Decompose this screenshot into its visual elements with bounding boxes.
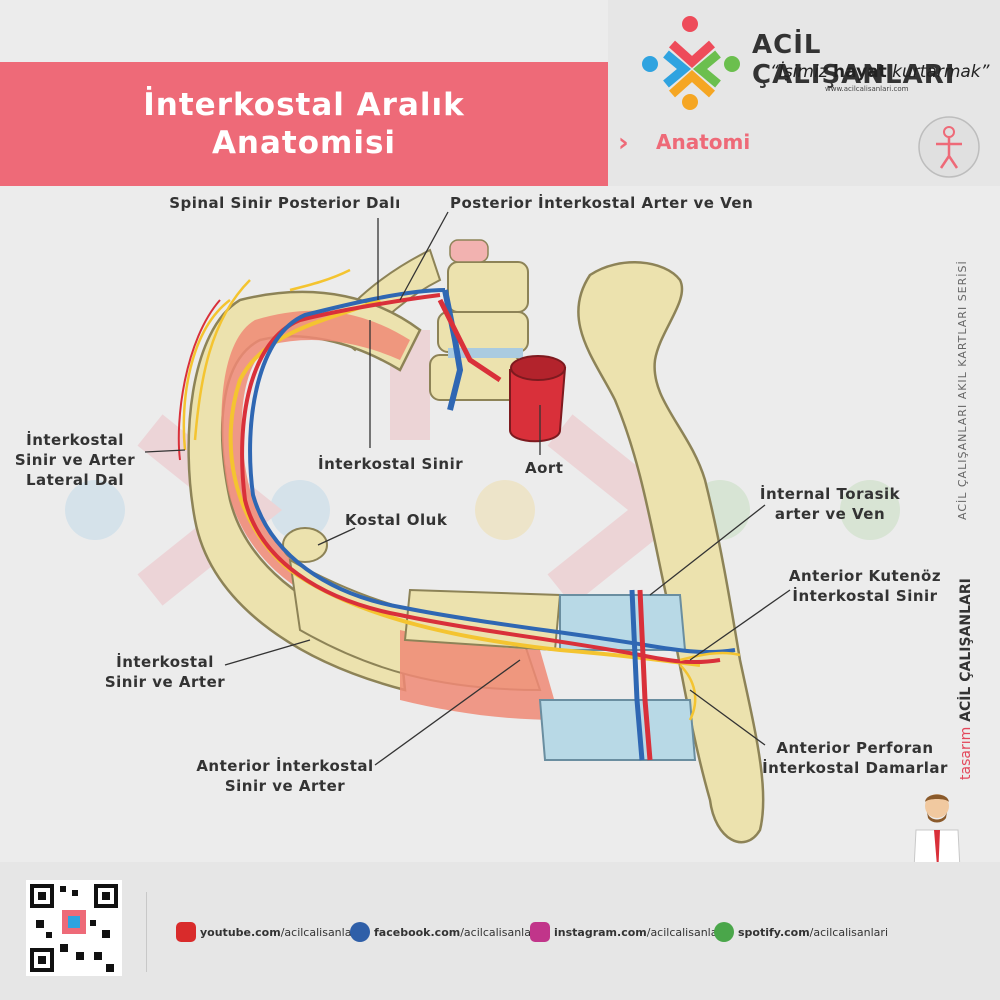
instagram-handle: /acilcalisanlari <box>646 925 726 939</box>
website-link[interactable]: www.acilcalisanlari.com <box>825 85 909 93</box>
brand-logo-icon <box>642 16 740 110</box>
label-nerve-artery-line-1: İnterkostal <box>116 653 214 671</box>
title-line-2: Anatomisi <box>211 125 397 161</box>
label-costal-groove: Kostal Oluk <box>345 511 448 529</box>
label-intercostal-nerve: İnterkostal Sinir <box>318 455 464 473</box>
intercostal-artery <box>240 293 721 665</box>
label-spinal-posterior: Spinal Sinir Posterior Dalı <box>169 194 401 212</box>
lateral-artery <box>177 299 221 461</box>
title-bar: İnterkostal Aralık Anatomisi <box>0 62 608 186</box>
intercostal-muscle <box>221 310 410 600</box>
label-perforating-line-2: İnterkostal Damarlar <box>762 759 948 777</box>
label-anterior-line-1: Anterior İnterkostal <box>196 757 374 775</box>
label-lateral-line-2: Sinir ve Arter <box>14 451 136 469</box>
spotify-link[interactable]: spotify.com/acilcalisanlari <box>714 922 888 942</box>
internal-thoracic-vein <box>629 589 645 761</box>
series-title: ACİL ÇALIŞANLARI AKIL KARTLARI SERİSİ <box>956 260 969 520</box>
label-lateral-line-3: Lateral Dal <box>25 471 125 489</box>
label-aorta: Aort <box>525 459 564 477</box>
instagram-icon <box>530 922 550 942</box>
footer <box>0 862 1000 1000</box>
label-internal-thoracic: İnternal Torasik arter ve Ven <box>745 484 915 524</box>
label-internal-line-1: İnternal Torasik <box>759 485 901 503</box>
aorta <box>509 355 567 443</box>
facebook-link[interactable]: facebook.com/acilcalisanlari <box>350 922 539 942</box>
spotify-icon <box>714 922 734 942</box>
label-nerve-artery-line-2: Sinir ve Arter <box>104 673 226 691</box>
label-anterior-perforating: Anterior Perforan İnterkostal Damarlar <box>760 738 950 778</box>
credit-brand: ACİL ÇALIŞANLARI <box>958 578 974 722</box>
label-lateral-branch: İnterkostal Sinir ve Arter Lateral Dal <box>5 430 145 490</box>
label-lateral-line-1: İnterkostal <box>26 431 124 449</box>
label-internal-line-2: arter ve Ven <box>774 505 886 523</box>
label-cutaneous-line-2: İnterkostal Sinir <box>792 587 938 605</box>
page-title: İnterkostal Aralık Anatomisi <box>0 62 608 186</box>
anatomy-body-icon <box>918 116 980 178</box>
label-anterior-line-2: Sinir ve Arter <box>224 777 346 795</box>
instagram-link[interactable]: instagram.com/acilcalisanlari <box>530 922 725 942</box>
youtube-handle: /acilcalisanlari <box>280 925 360 939</box>
costal-cartilage-lower <box>538 699 697 761</box>
label-anterior-cutaneous: Anterior Kutenöz İnterkostal Sinir <box>780 566 950 606</box>
category-label: Anatomi <box>656 130 751 154</box>
design-credit: tasarım ACİL ÇALIŞANLARI <box>958 540 988 780</box>
label-posterior-artery-vein: Posterior İnterkostal Arter ve Ven <box>450 194 754 212</box>
spotify-handle: /acilcalisanlari <box>809 925 888 939</box>
internal-thoracic-vessels <box>637 589 653 761</box>
qr-code-icon[interactable] <box>26 880 122 976</box>
facebook-handle: /acilcalisanlari <box>460 925 539 939</box>
title-line-1: İnterkostal Aralık <box>143 87 465 123</box>
label-anterior-intercostal: Anterior İnterkostal Sinir ve Arter <box>185 756 385 796</box>
lateral-branches <box>182 268 351 451</box>
posterior-artery-branch <box>437 298 502 383</box>
leader-lines <box>144 211 791 766</box>
spotify-domain: spotify.com <box>738 925 810 939</box>
chevron-right-icon: › <box>618 128 629 158</box>
sternum <box>577 261 765 844</box>
footer-divider <box>146 892 147 972</box>
label-intercostal-nerve-artery: İnterkostal Sinir ve Arter <box>95 652 235 692</box>
slogan-bold: hayat <box>833 62 887 82</box>
slogan-start: “İşimiz <box>770 62 834 82</box>
anterior-muscle <box>400 630 560 720</box>
youtube-domain: youtube.com <box>200 925 281 939</box>
label-cutaneous-line-1: Anterior Kutenöz <box>788 567 942 585</box>
youtube-icon <box>176 922 196 942</box>
facebook-icon <box>350 922 370 942</box>
credit-prefix: tasarım <box>958 726 974 780</box>
anterior-cutaneous-branches <box>679 651 741 721</box>
rib-cut-end <box>282 527 328 563</box>
slogan-end: kurtarmak” <box>886 62 990 82</box>
slogan: “İşimiz hayat kurtarmak” <box>770 62 989 82</box>
youtube-link[interactable]: youtube.com/acilcalisanlari <box>176 922 359 942</box>
brand-name: ACİL ÇALIŞANLARI <box>752 30 956 90</box>
instagram-domain: instagram.com <box>554 925 647 939</box>
facebook-domain: facebook.com <box>374 925 461 939</box>
label-perforating-line-1: Anterior Perforan <box>776 739 934 757</box>
rib-band <box>187 290 422 692</box>
